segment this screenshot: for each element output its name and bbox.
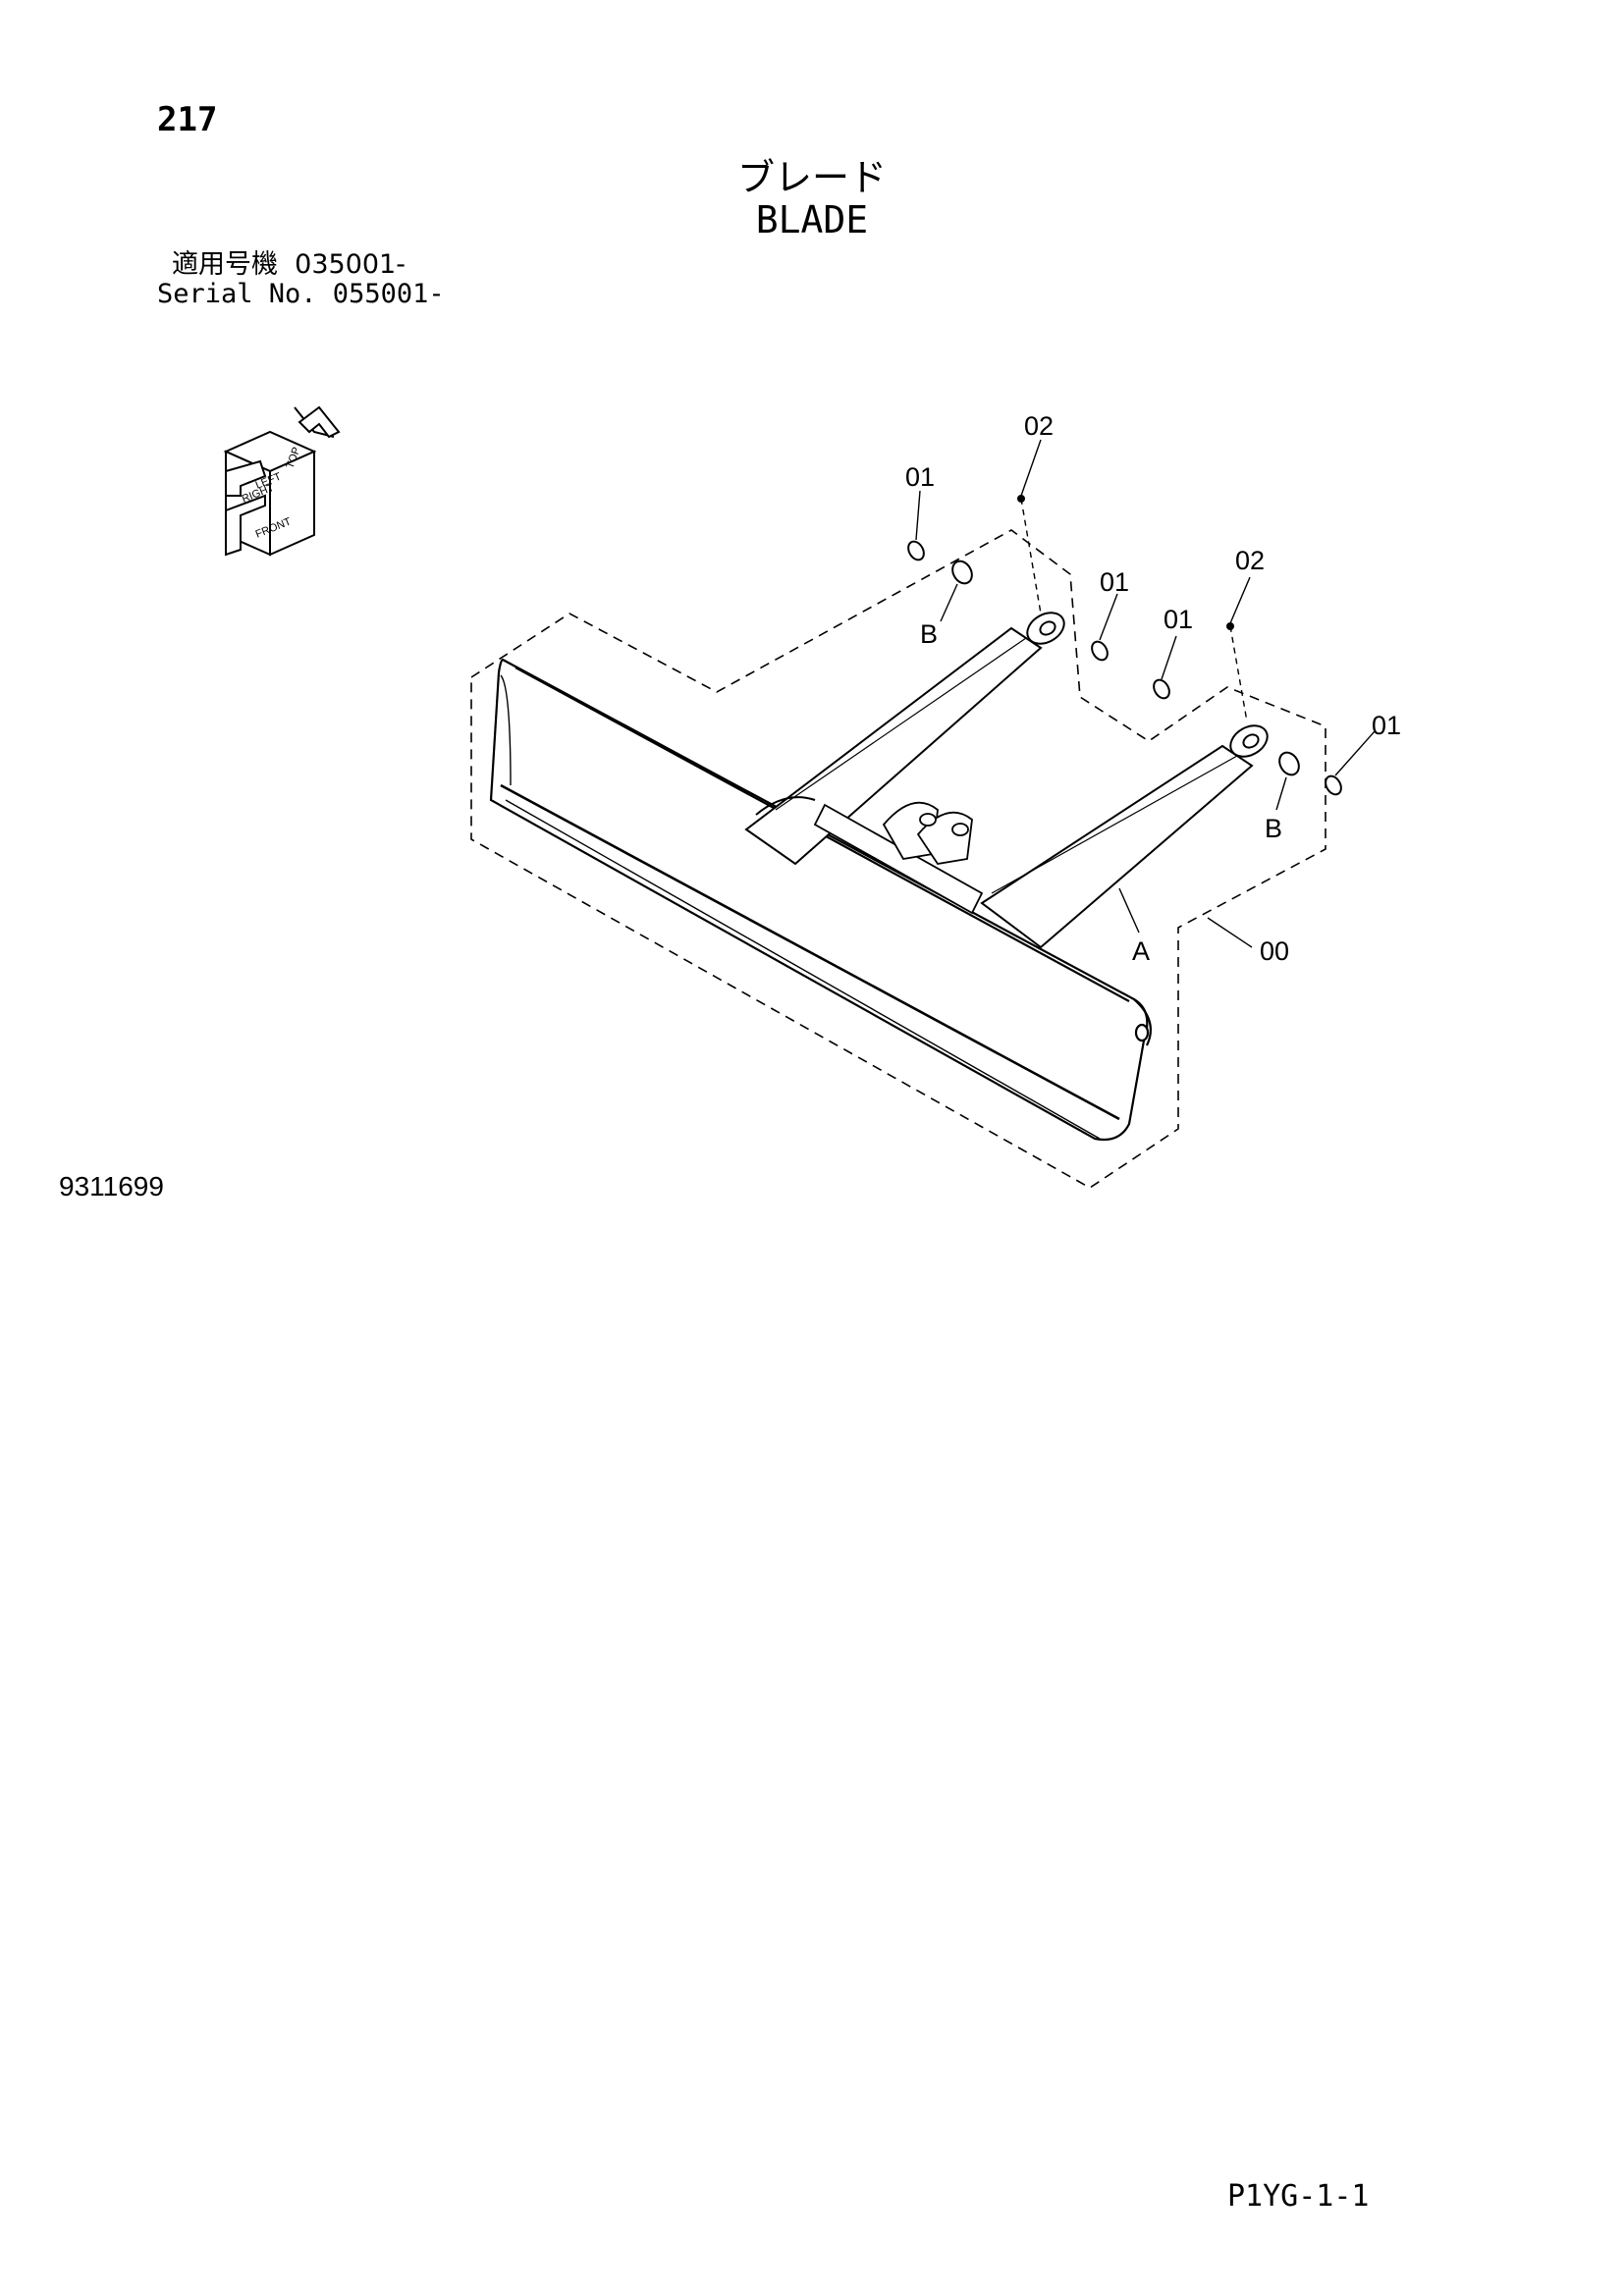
seal-ring-3: [1153, 678, 1170, 700]
parts-small: [907, 495, 1342, 796]
callout-a: A: [1132, 936, 1150, 966]
seal-ring-2: [1091, 640, 1109, 662]
right-arm: [980, 724, 1269, 949]
drawing-number: 9311699: [59, 1171, 164, 1201]
page-title: BLADE: [755, 198, 869, 241]
callout-01-b: 01: [1100, 567, 1129, 597]
page-title-japanese: ブレード: [736, 156, 887, 199]
callout-02-a: 02: [1024, 411, 1054, 441]
callout-01-a: 01: [905, 462, 935, 492]
callout-02-b: 02: [1235, 546, 1265, 575]
left-arm: [744, 612, 1065, 866]
callout-01-c: 01: [1164, 605, 1193, 634]
serial-applicable-jp: 適用号機 035001-: [172, 249, 406, 280]
seal-ring-1: [907, 540, 925, 561]
callout-00: 00: [1260, 936, 1289, 966]
blade-body: [489, 658, 1152, 1142]
assembly-boundary: [470, 529, 1326, 1189]
page-code: P1YG-1-1: [1227, 2179, 1370, 2214]
orientation-cube-icon: LEFT TOP RIGHT FRONT: [223, 405, 341, 557]
serial-number: Serial No. 055001-: [157, 279, 445, 309]
callout-b-b: B: [1265, 814, 1282, 843]
bushing-1: [951, 560, 973, 585]
page-number: 217: [157, 100, 218, 139]
center-bracket: [813, 801, 984, 915]
bushing-2: [1278, 751, 1300, 776]
leader-lines: [915, 439, 1376, 948]
callout-01-d: 01: [1372, 711, 1401, 740]
callout-b-a: B: [920, 619, 938, 649]
seal-ring-4: [1325, 774, 1342, 796]
